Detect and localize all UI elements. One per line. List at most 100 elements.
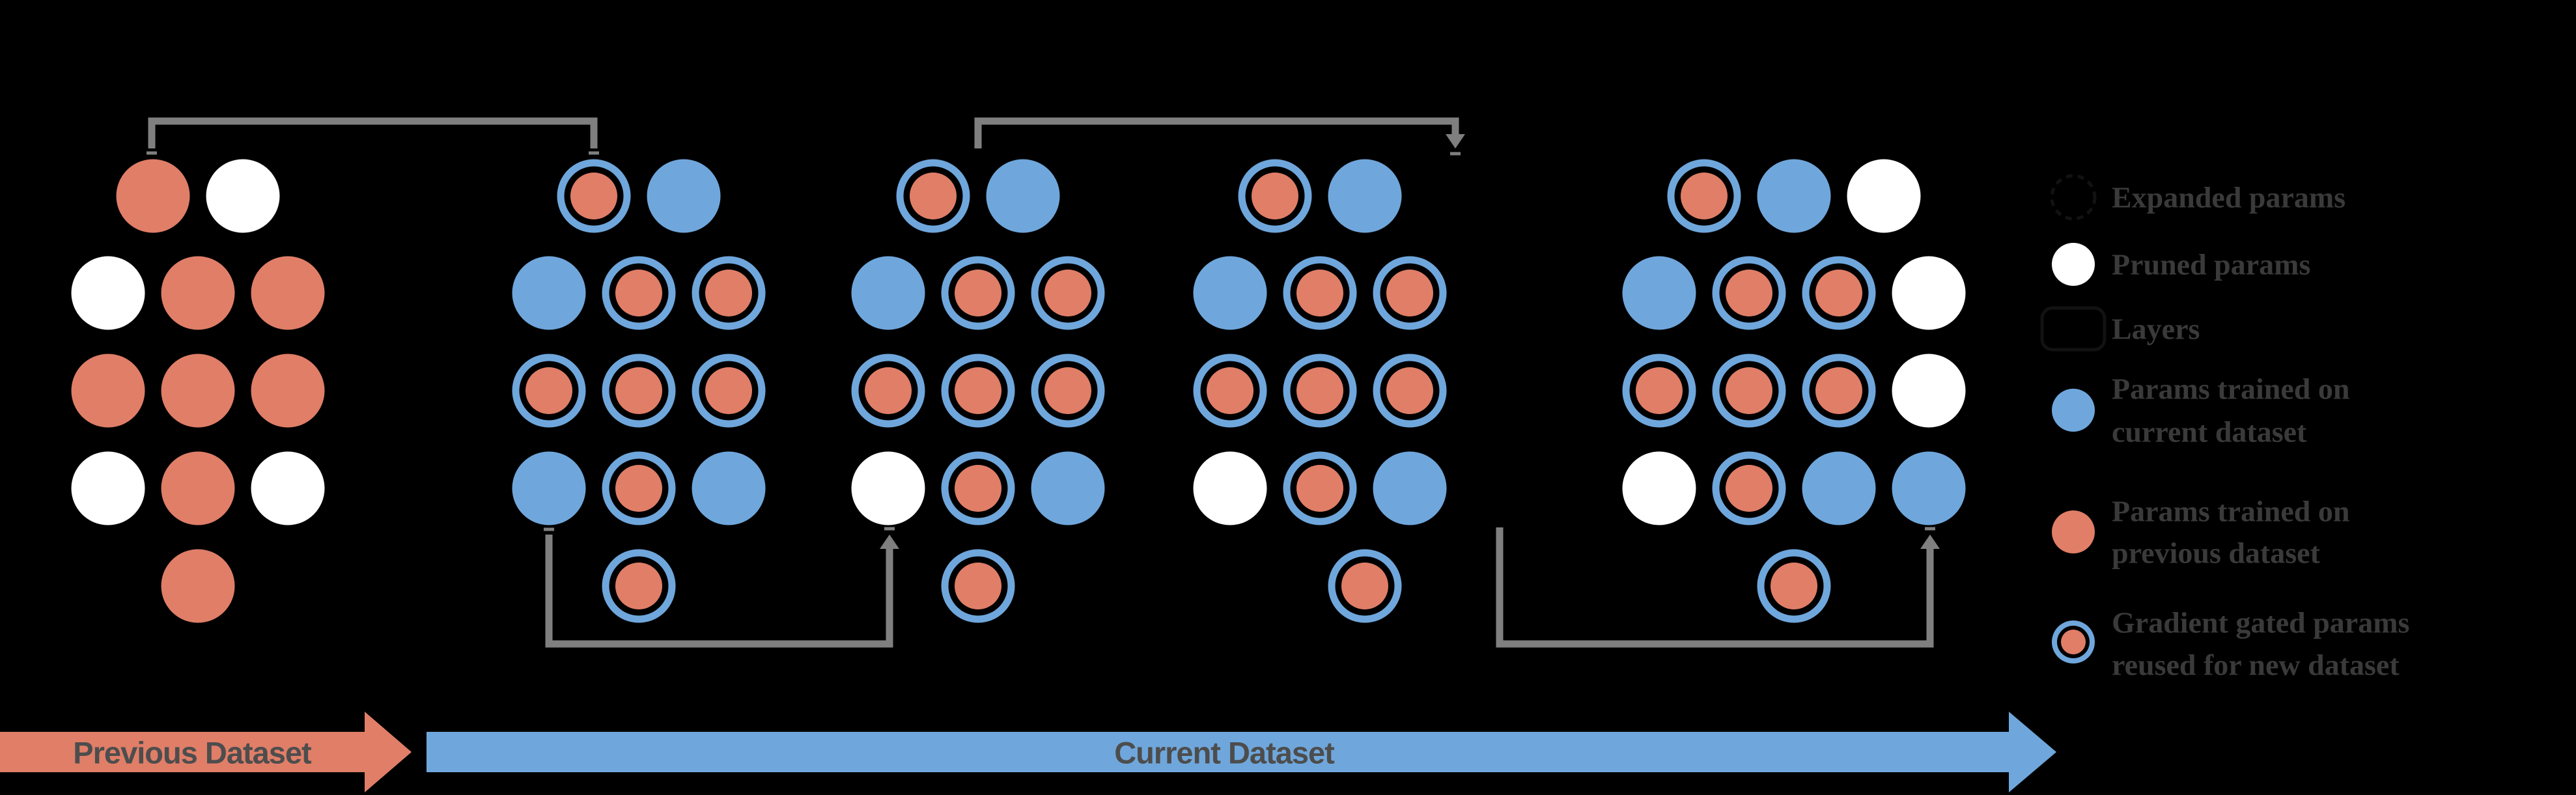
group-3-pruning <box>851 159 1105 623</box>
reuse-params-connector-end-dash <box>589 151 599 155</box>
param-current-circle <box>1328 159 1402 233</box>
current-dataset-arrow-shape <box>427 712 2056 792</box>
param-gated-circle <box>1712 256 1786 330</box>
pruned-params-icon <box>2052 243 2095 286</box>
param-gated-circle <box>1373 256 1447 330</box>
previous-params-icon <box>2052 510 2095 553</box>
param-gated-circle <box>602 549 676 623</box>
train-expanded-connector <box>1496 527 1940 648</box>
param-gated-circle <box>602 256 676 330</box>
gated-core <box>1044 367 1091 414</box>
param-gated-circle <box>1802 256 1876 330</box>
gated-core <box>955 465 1001 512</box>
param-gated-circle <box>941 354 1015 428</box>
group-2-gated-reuse <box>512 159 766 623</box>
reuse-params-connector <box>147 117 599 155</box>
gated-core <box>1726 367 1772 414</box>
legend-label-layers: Layers <box>2112 313 2200 346</box>
gated-core <box>1726 465 1772 512</box>
param-previous-circle <box>251 354 325 428</box>
param-current-circle <box>1622 256 1696 330</box>
gated-core <box>1386 270 1433 316</box>
prune-params-connector-arrowhead-icon <box>880 535 899 549</box>
prune-params-connector-end-dash <box>544 527 554 531</box>
reuse-params-connector-line <box>148 117 598 148</box>
param-gated-circle <box>851 354 925 428</box>
param-gated-circle <box>692 256 766 330</box>
legend-label-expanded: Expanded params <box>2112 181 2345 214</box>
param-gated-circle <box>1283 256 1357 330</box>
param-current-circle <box>1757 159 1831 233</box>
reuse-params-connector-end-dash <box>147 151 157 155</box>
gated-core <box>1386 367 1433 414</box>
current-dataset-arrow: Current Dataset <box>427 712 2056 792</box>
legend-label-gated-line1: Gradient gated params <box>2112 606 2409 639</box>
gated-core <box>1207 367 1253 414</box>
gated-icon-core <box>2061 630 2086 654</box>
param-gated-circle <box>1328 549 1402 623</box>
gated-core <box>1296 270 1343 316</box>
expand-params-connector-line <box>974 117 1459 148</box>
expand-params-connector-end-dash <box>1450 152 1461 156</box>
param-gated-circle <box>941 256 1015 330</box>
param-previous-circle <box>161 354 235 428</box>
connector-arrows <box>147 117 1940 648</box>
param-gated-circle <box>1622 354 1696 428</box>
gated-core <box>1636 367 1683 414</box>
param-gated-circle <box>1712 354 1786 428</box>
layers-icon <box>2040 306 2107 352</box>
gated-core <box>955 563 1001 609</box>
param-current-circle <box>512 451 586 525</box>
gated-core <box>615 465 662 512</box>
param-pruned-circle <box>251 451 325 525</box>
gated-core <box>1815 270 1862 316</box>
param-current-circle <box>512 256 586 330</box>
gated-core <box>525 367 572 414</box>
gated-core <box>1252 173 1298 219</box>
legend-label-previous-line2: previous dataset <box>2112 537 2321 570</box>
param-gated-circle <box>557 159 631 233</box>
param-gated-circle <box>896 159 970 233</box>
param-previous-circle <box>161 256 235 330</box>
param-pruned-circle <box>206 159 280 233</box>
param-current-circle <box>986 159 1060 233</box>
gated-core <box>1296 465 1343 512</box>
param-gated-circle <box>692 354 766 428</box>
param-previous-circle <box>251 256 325 330</box>
param-pruned-circle <box>1847 159 1921 233</box>
gated-core <box>1681 173 1728 219</box>
param-gated-circle <box>1373 354 1447 428</box>
gated-core <box>615 367 662 414</box>
current-params-icon <box>2052 389 2095 432</box>
group-4-expansion <box>1193 159 1447 623</box>
gated-core <box>910 173 957 219</box>
gated-core <box>955 270 1001 316</box>
param-current-circle <box>1802 451 1876 525</box>
gated-core <box>705 367 752 414</box>
prune-params-connector-line <box>545 535 893 648</box>
param-gated-circle <box>1238 159 1312 233</box>
param-current-circle <box>851 256 925 330</box>
legend-entry-expanded: Expanded params <box>2050 174 2345 221</box>
legend-label-current-line1: Params trained on <box>2112 372 2349 406</box>
param-current-circle <box>692 451 766 525</box>
param-gated-circle <box>512 354 586 428</box>
param-gated-circle <box>1667 159 1741 233</box>
gated-core <box>1044 270 1091 316</box>
param-gated-circle <box>602 354 676 428</box>
gated-core <box>615 270 662 316</box>
param-gated-circle <box>1802 354 1876 428</box>
param-pruned-circle <box>1193 451 1267 525</box>
param-previous-circle <box>71 354 145 428</box>
gated-core <box>1296 367 1343 414</box>
gated-core <box>865 367 912 414</box>
train-expanded-connector-line <box>1496 527 1934 648</box>
param-current-circle <box>1892 451 1966 525</box>
expand-params-connector <box>974 117 1465 156</box>
gated-core <box>615 563 662 609</box>
gated-core <box>1815 367 1862 414</box>
param-pruned-circle <box>1622 451 1696 525</box>
legend-label-pruned: Pruned params <box>2112 248 2310 281</box>
